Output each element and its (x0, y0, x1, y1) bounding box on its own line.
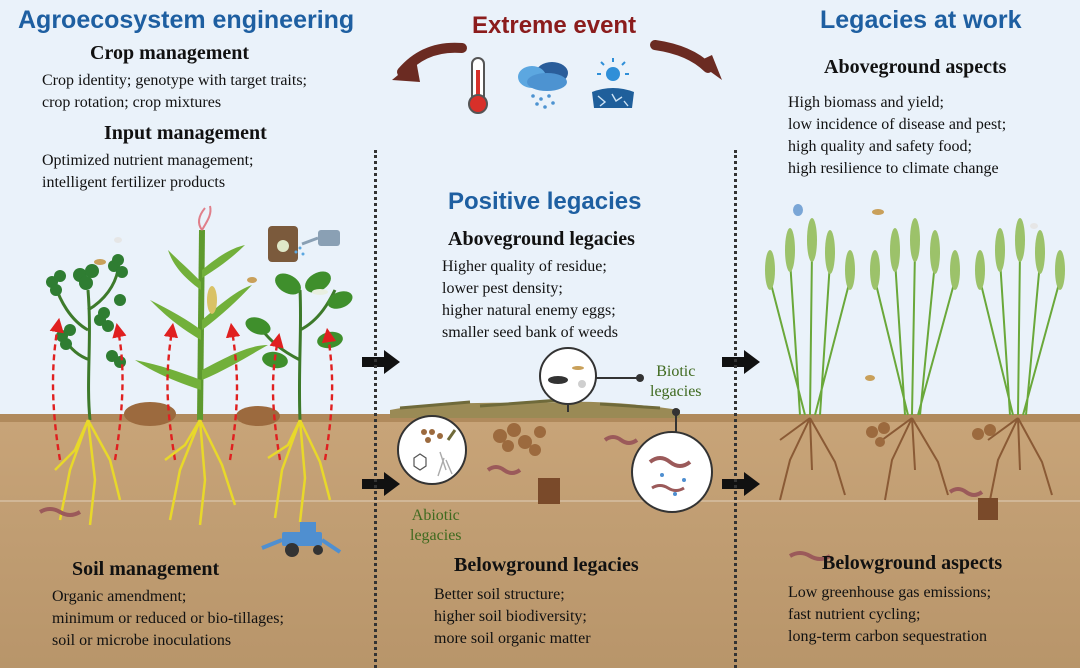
soil-block (538, 478, 560, 504)
input-management-line: intelligent fertilizer products (42, 174, 226, 191)
soil-block (978, 498, 998, 520)
drought-icon (592, 58, 634, 108)
fertilizer-bag-icon (268, 226, 298, 262)
earthworm (486, 465, 522, 475)
biotic-legacies-label: Biotic legacies (650, 363, 702, 400)
aboveground-legacies-line: lower pest density; (442, 280, 563, 297)
earthworm (948, 487, 984, 497)
aboveground-aspects-line: high resilience to climate change (788, 160, 999, 177)
nutrient-flow-arrows (49, 317, 337, 461)
abiotic-legacies-label: Abiotic legacies (410, 507, 462, 544)
belowground-legacies-line: Better soil structure; (434, 586, 565, 603)
extreme-event-title: Extreme event (472, 12, 637, 39)
watering-can-icon (294, 230, 340, 256)
soybean-plant (245, 271, 353, 421)
flow-arrow-above-right (722, 350, 760, 374)
clover-plant (46, 254, 128, 421)
crop-management-line: Crop identity; genotype with target trai… (42, 72, 307, 89)
aboveground-legacies-line: higher natural enemy eggs; (442, 302, 616, 319)
positive-legacies-title: Positive legacies (448, 188, 642, 215)
belowground-legacies-line: more soil organic matter (434, 630, 591, 647)
input-management-line: Optimized nutrient management; (42, 152, 254, 169)
earthworm (788, 551, 832, 561)
belowground-aspects-line: Low greenhouse gas emissions; (788, 584, 992, 601)
plant-residue (390, 398, 680, 418)
crop-management-heading: Crop management (90, 42, 250, 64)
aboveground-legacies-line: smaller seed bank of weeds (442, 324, 618, 341)
aboveground-aspects-line: High biomass and yield; (788, 94, 944, 111)
left-panel-title: Agroecosystem engineering (18, 6, 355, 34)
soil-management-line: soil or microbe inoculations (52, 632, 232, 649)
soil-management-line: Organic amendment; (52, 588, 187, 605)
belowground-aspects-line: fast nutrient cycling; (788, 606, 921, 623)
wheat-roots (779, 417, 1053, 501)
belowground-aspects-heading: Belowground aspects (822, 552, 1003, 574)
divider-left (374, 150, 377, 668)
belowground-aspects-line: long-term carbon sequestration (788, 628, 988, 645)
thermometer-icon (468, 57, 488, 114)
aboveground-aspects-line: high quality and safety food; (788, 138, 972, 155)
event-arrow-right (650, 40, 722, 80)
crop-management-line: crop rotation; crop mixtures (42, 94, 222, 111)
belowground-legacies-line: higher soil biodiversity; (434, 608, 587, 625)
soil-biota-circle (631, 408, 713, 513)
soil-background (0, 420, 1080, 668)
biotic-legacies-circle (539, 347, 644, 412)
abiotic-legacies-circle (397, 415, 467, 485)
flow-arrow-below-right (722, 472, 760, 496)
right-panel-title: Legacies at work (820, 6, 1022, 34)
flow-arrow-above-center (362, 350, 400, 374)
aboveground-aspects-line: low incidence of disease and pest; (788, 116, 1007, 133)
soil-management-line: minimum or reduced or bio-tillages; (52, 610, 284, 627)
yellow-roots (54, 419, 332, 526)
soil-aggregates (866, 422, 996, 447)
earthworm (38, 507, 82, 517)
event-arrow-left (392, 42, 467, 82)
aboveground-aspects-heading: Aboveground aspects (824, 56, 1007, 78)
soil-management-heading: Soil management (72, 558, 220, 580)
soil-mound (236, 406, 280, 426)
aboveground-legacies-heading: Aboveground legacies (448, 228, 635, 250)
storm-cloud-icon (518, 62, 568, 109)
input-management-heading: Input management (104, 122, 267, 144)
flow-arrow-below-center (362, 472, 400, 496)
divider-right (734, 150, 737, 668)
soil-mound (124, 402, 176, 426)
tractor-icon (261, 522, 342, 557)
belowground-legacies-heading: Belowground legacies (454, 554, 639, 576)
maize-plant (135, 205, 268, 421)
earthworm (603, 435, 639, 445)
wheat-plants (765, 218, 1065, 416)
aboveground-legacies-line: Higher quality of residue; (442, 258, 607, 275)
soil-aggregates (493, 423, 546, 456)
insects (94, 204, 1038, 381)
